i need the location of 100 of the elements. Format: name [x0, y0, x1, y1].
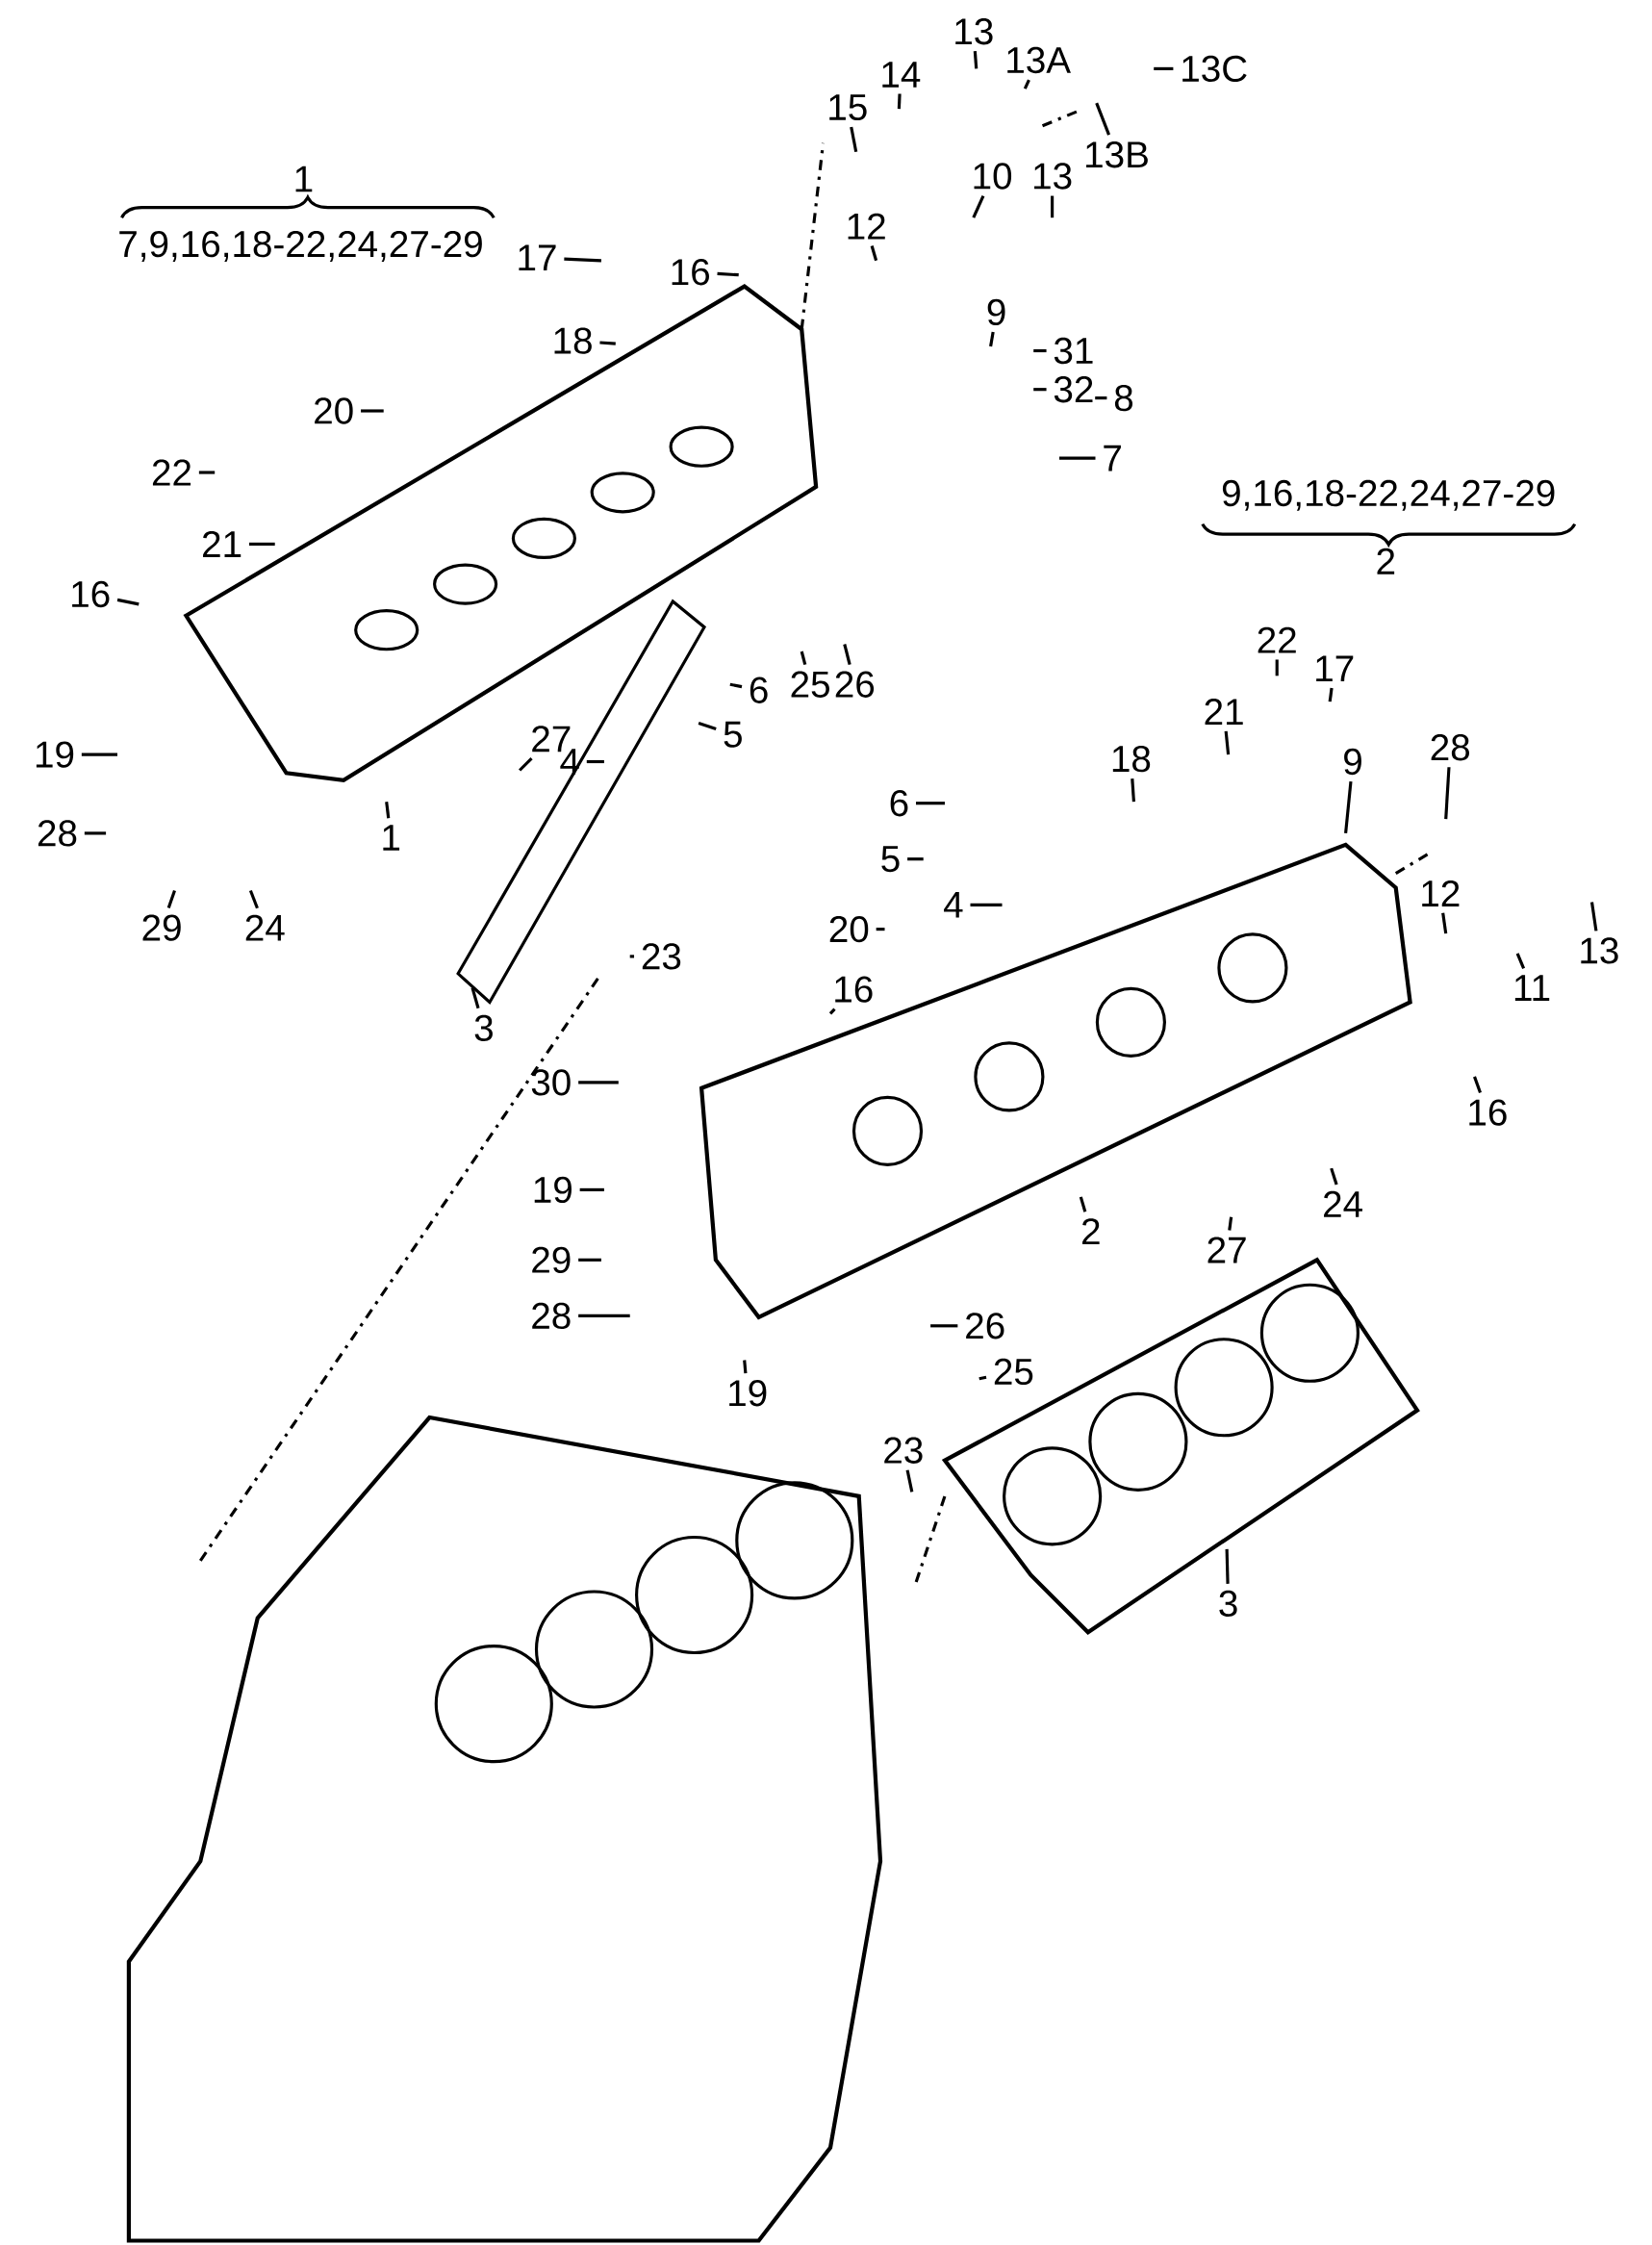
leader-line	[1228, 1216, 1233, 1231]
callout-number: 14	[882, 62, 921, 88]
leader-line	[1079, 1196, 1087, 1212]
leader-line	[972, 194, 985, 218]
callout-number: 24	[245, 914, 285, 941]
leader-line	[1275, 659, 1279, 676]
callout-number: 29	[142, 914, 181, 941]
leader-line	[385, 802, 391, 819]
callout-number: 30	[531, 1069, 571, 1096]
callout-number: 21	[203, 530, 241, 557]
leader-line	[1441, 912, 1448, 934]
leader-line	[698, 721, 717, 730]
callout-number: 9,16,18-22,24,27-29	[1222, 479, 1555, 511]
callout-number: 22	[152, 459, 191, 486]
callout-number: 8	[1114, 384, 1133, 412]
leader-line	[876, 928, 885, 931]
leader-line	[519, 756, 533, 772]
callout-number: 2	[1377, 548, 1395, 574]
callout-number: 4	[944, 892, 963, 918]
callout-number: 23	[884, 1437, 923, 1464]
leader-line	[989, 331, 995, 347]
leader-line	[1023, 79, 1030, 89]
callout-number: 12	[1422, 880, 1460, 906]
leader-line	[629, 955, 635, 958]
leader-line	[897, 93, 902, 110]
callout-number: 19	[36, 741, 74, 768]
leader-line	[578, 1258, 601, 1262]
leader-line	[1131, 778, 1135, 803]
callout-number: 29	[532, 1246, 571, 1273]
leader-line	[248, 889, 259, 909]
leader-line	[586, 759, 604, 764]
leader-line	[729, 682, 743, 689]
callout-number: 16	[1469, 1099, 1507, 1126]
leader-line	[579, 1187, 604, 1191]
leader-line	[743, 1360, 748, 1374]
leader-line	[1473, 1076, 1482, 1094]
callout-number: 20	[829, 915, 869, 943]
leader-line	[850, 126, 858, 152]
callout-number: 19	[729, 1380, 767, 1407]
callout-number: 16	[72, 580, 110, 608]
callout-number: 19	[534, 1176, 572, 1204]
callout-number: 7,9,16,18-22,24,27-29	[119, 230, 482, 262]
leader-line	[1051, 195, 1055, 218]
leader-line	[564, 257, 601, 263]
leader-line	[116, 598, 140, 606]
leader-line	[599, 341, 616, 345]
callout-number: 22	[1258, 626, 1296, 653]
leader-line	[1328, 687, 1334, 702]
leader-line	[166, 890, 176, 909]
leader-line	[717, 271, 739, 277]
leader-line	[1033, 348, 1047, 353]
callout-number: 6	[890, 790, 908, 817]
callout-number: 9	[987, 298, 1005, 326]
leader-line	[81, 753, 117, 756]
callout-number: 25	[994, 1358, 1033, 1386]
leader-line	[1444, 767, 1451, 820]
callout-number: 21	[1205, 699, 1243, 725]
leader-line	[470, 987, 480, 1009]
leader-line	[907, 857, 924, 861]
leader-line	[1589, 902, 1598, 931]
callout-number: 26	[835, 671, 875, 698]
leader-line	[1224, 730, 1231, 755]
callout-number: 20	[315, 397, 353, 424]
leader-line	[973, 51, 978, 69]
callout-number: 5	[881, 846, 900, 873]
callout-number: 3	[474, 1014, 493, 1041]
callout-number: 24	[1324, 1190, 1362, 1217]
leader-line	[905, 1469, 914, 1492]
callout-number: 3	[1219, 1590, 1237, 1618]
callout-number: 11	[1514, 975, 1550, 1001]
callout-number: 16	[835, 976, 873, 1003]
callout-number: 6	[750, 676, 768, 703]
leader-line	[578, 1314, 630, 1317]
callout-number: 17	[1316, 655, 1354, 682]
leader-line	[843, 644, 851, 666]
callout-number: 18	[554, 327, 592, 354]
leader-line	[870, 245, 878, 262]
callout-number: 27	[1207, 1237, 1246, 1263]
callout-number: 1	[295, 166, 313, 192]
leader-line	[1095, 102, 1111, 136]
leader-line	[1095, 396, 1107, 400]
callout-number: 31	[1054, 337, 1093, 365]
callout-number: 13C	[1182, 55, 1247, 83]
leader-line	[1225, 1548, 1230, 1584]
callout-number: 15	[829, 94, 867, 121]
callout-number: 13	[955, 18, 993, 45]
callout-number: 32	[1054, 376, 1093, 403]
leader-line	[1330, 1167, 1338, 1186]
leader-line	[248, 542, 275, 546]
callout-number: 10	[974, 163, 1012, 190]
leader-line	[930, 1324, 958, 1328]
leader-line	[916, 802, 945, 805]
callout-number: 28	[1431, 734, 1469, 761]
callout-number: 23	[642, 943, 681, 970]
callout-number: 26	[966, 1313, 1004, 1339]
leader-line	[978, 1375, 987, 1381]
leader-line	[1154, 66, 1174, 70]
leader-line	[361, 409, 384, 413]
callout-number: 18	[1112, 745, 1151, 773]
leader-line	[1033, 388, 1047, 392]
